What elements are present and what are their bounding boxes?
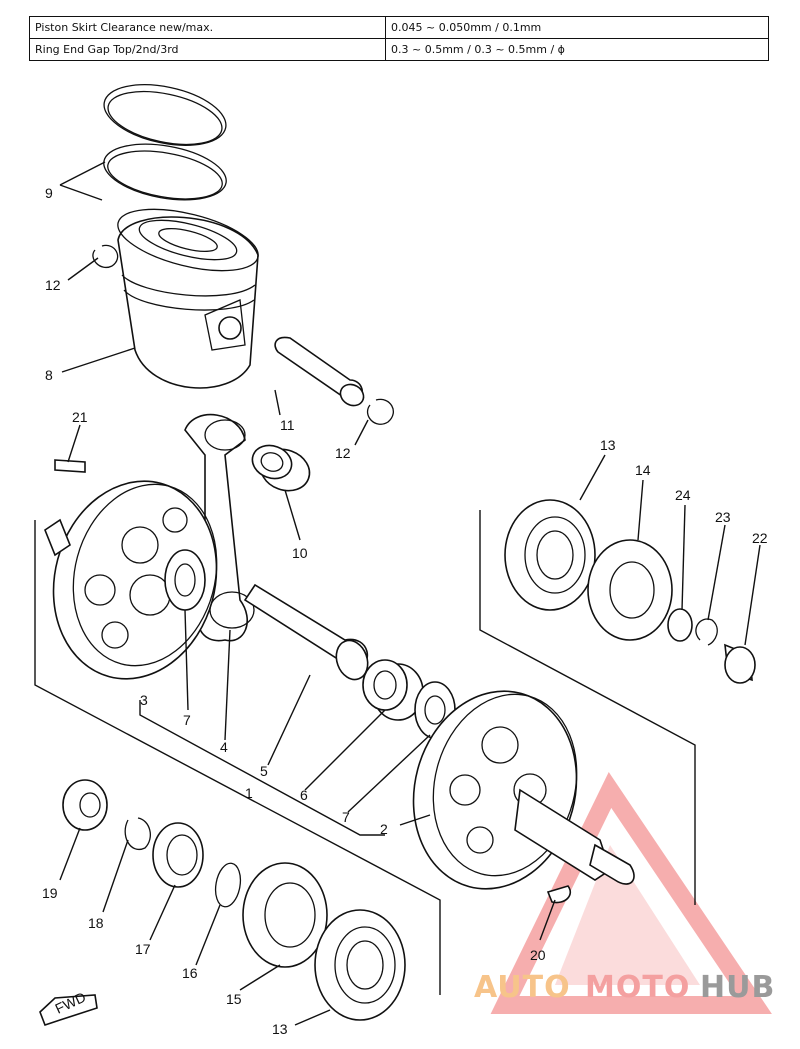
spec-row: Ring End Gap Top/2nd/3rd 0.3 ~ 0.5mm / 0… (29, 38, 769, 61)
fwd-arrow-icon: FWD (39, 989, 98, 1027)
callout-21: 21 (72, 409, 88, 425)
right-bearing-group (504, 499, 756, 684)
big-end-bearing (362, 659, 424, 721)
watermark-text-moto: MOTO (585, 970, 690, 1005)
left-bottom-parts (62, 779, 406, 1021)
callout-16: 16 (182, 965, 198, 981)
thrust-washer-left (164, 549, 206, 611)
callout-17: 17 (135, 941, 151, 957)
callout-24: 24 (675, 487, 691, 503)
callout-19: 19 (42, 885, 58, 901)
spec-table: Piston Skirt Clearance new/max. 0.045 ~ … (29, 16, 769, 61)
left-crank-wheel (44, 480, 218, 680)
callout-23: 23 (715, 509, 731, 525)
callout-5: 5 (260, 763, 268, 779)
callout-7-left: 7 (183, 712, 191, 728)
crank-pin (243, 583, 369, 681)
woodruff-key (54, 459, 86, 473)
callout-8: 8 (45, 367, 53, 383)
spec-label-ring-gap: Ring End Gap Top/2nd/3rd (29, 38, 386, 61)
callout-13-bottom: 13 (272, 1021, 288, 1037)
callout-1: 1 (245, 785, 253, 801)
callouts: 9 12 8 11 12 21 10 13 14 24 23 22 3 7 4 … (42, 185, 768, 1037)
watermark-text-hub: HUB (700, 970, 775, 1005)
callout-15: 15 (226, 991, 242, 1007)
callout-13-top: 13 (600, 437, 616, 453)
callout-2: 2 (380, 821, 388, 837)
woodruff-key-right (546, 885, 572, 904)
watermark-text-auto: AUTO (474, 970, 571, 1005)
callout-12-right: 12 (335, 445, 351, 461)
callout-22: 22 (752, 530, 768, 546)
callout-6: 6 (300, 787, 308, 803)
piston-rings (103, 84, 227, 201)
spec-value-ring-gap: 0.3 ~ 0.5mm / 0.3 ~ 0.5mm / ϕ (385, 38, 769, 61)
callout-20: 20 (530, 947, 546, 963)
leader-lines (59, 161, 761, 1026)
callout-7-right: 7 (342, 809, 350, 825)
callout-11: 11 (280, 417, 295, 433)
piston (117, 208, 259, 389)
watermark-inner-triangle-icon (555, 845, 700, 985)
circlips (92, 244, 394, 425)
piston-pin (274, 336, 365, 407)
callout-14: 14 (635, 462, 651, 478)
callout-10: 10 (292, 545, 308, 561)
callout-18: 18 (88, 915, 104, 931)
callout-3: 3 (140, 692, 148, 708)
right-crank-wheel (412, 690, 635, 890)
callout-9: 9 (45, 185, 53, 201)
callout-4: 4 (220, 739, 228, 755)
assembly-brackets (34, 510, 696, 995)
callout-12-top: 12 (45, 277, 61, 293)
small-end-bearing (251, 444, 311, 492)
